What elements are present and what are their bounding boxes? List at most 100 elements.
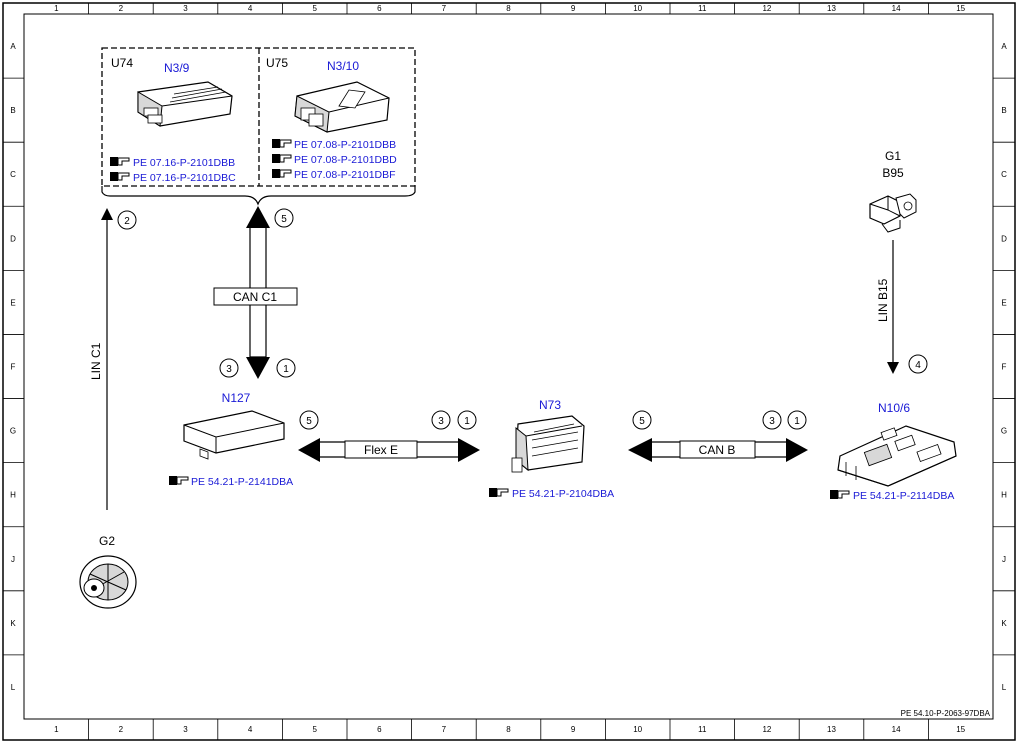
grid-col-label-top: 15 — [956, 4, 965, 13]
grid-col-label-top: 10 — [633, 4, 642, 13]
n73-ref-text: PE 54.21-P-2104DBA — [512, 488, 614, 500]
lin-c1-line[interactable]: LIN C1 — [89, 208, 113, 510]
can-b-label: CAN B — [699, 443, 736, 457]
grid-row-label-right: D — [1001, 234, 1007, 243]
u74-ref-1[interactable]: PE 07.16-P-2101DBB — [110, 157, 235, 169]
marker-flex-e-right-b-text: 1 — [464, 416, 470, 427]
reference-hand-icon — [489, 488, 509, 497]
grid-col-label-bottom: 6 — [377, 725, 382, 734]
lin-b15-label: LIN B15 — [876, 278, 890, 322]
u74-ref-2-text: PE 07.16-P-2101DBC — [133, 172, 236, 184]
battery-sensor-icon — [869, 193, 917, 233]
marker-can-c1-top-text: 5 — [281, 214, 287, 225]
marker-can-c1-top: 5 — [274, 208, 294, 228]
marker-can-c1-br: 1 — [276, 358, 296, 378]
marker-lin-b15: 4 — [908, 354, 928, 374]
grid-col-label-top: 9 — [571, 4, 576, 13]
marker-lin-b15-text: 4 — [915, 360, 921, 371]
can-b-bus[interactable]: CAN B — [628, 438, 808, 462]
grid-row-label-left: L — [11, 683, 16, 692]
marker-flex-e-right-a-text: 3 — [438, 416, 444, 427]
reference-hand-icon — [272, 169, 292, 178]
module-g1[interactable]: G1 B95 — [869, 149, 917, 233]
lin-b15-line[interactable]: LIN B15 — [876, 240, 899, 374]
grid-col-label-bottom: 12 — [762, 725, 771, 734]
reference-hand-icon — [272, 139, 292, 148]
n10-6-ref[interactable]: PE 54.21-P-2114DBA — [830, 490, 954, 502]
u75-ref-2[interactable]: PE 07.08-P-2101DBD — [272, 154, 397, 166]
grid-col-label-bottom: 15 — [956, 725, 965, 734]
flex-e-label: Flex E — [364, 443, 398, 457]
marker-can-b-left-text: 5 — [639, 416, 645, 427]
flex-e-bus[interactable]: Flex E — [298, 438, 480, 462]
grid-col-label-bottom: 10 — [633, 725, 642, 734]
u75-ref-3-text: PE 07.08-P-2101DBF — [294, 169, 396, 181]
grid-row-label-right: K — [1001, 619, 1007, 628]
can-c1-bus[interactable]: CAN C1 — [213, 206, 298, 379]
u75-ref-1[interactable]: PE 07.08-P-2101DBB — [272, 139, 396, 151]
grid-col-label-bottom: 4 — [248, 725, 253, 734]
marker-flex-e-right-a: 3 — [431, 410, 451, 430]
grid-row-label-right: J — [1002, 555, 1006, 564]
grid-col-label-top: 11 — [698, 4, 707, 13]
engine-control-unit-icon — [294, 81, 390, 133]
grid-row-label-left: K — [10, 619, 16, 628]
marker-flex-e-left: 5 — [299, 410, 319, 430]
grid-row-label-left: F — [11, 363, 16, 372]
module-g1-name: G1 — [885, 149, 901, 163]
grid-col-label-bottom: 14 — [892, 725, 901, 734]
marker-can-b-left: 5 — [632, 410, 652, 430]
grid-row-label-right: A — [1001, 42, 1007, 51]
module-n10-6-name: N10/6 — [878, 401, 910, 415]
can-c1-label: CAN C1 — [233, 290, 277, 304]
sam-control-unit-icon — [837, 425, 957, 487]
module-n73[interactable]: N73 PE 54.21-P-2104DBA — [489, 398, 614, 500]
grid-col-label-top: 7 — [442, 4, 447, 13]
grid-col-label-bottom: 13 — [827, 725, 836, 734]
u74-ref-2[interactable]: PE 07.16-P-2101DBC — [110, 172, 236, 184]
frame-inner — [23, 13, 994, 720]
grid-col-label-top: 2 — [119, 4, 124, 13]
module-u74-code: U74 — [111, 56, 133, 70]
reference-hand-icon — [110, 172, 130, 181]
grid-col-label-bottom: 3 — [183, 725, 188, 734]
n73-ref[interactable]: PE 54.21-P-2104DBA — [489, 488, 614, 500]
marker-can-b-right-b-text: 1 — [794, 416, 800, 427]
module-u75[interactable]: U75 N3/10 PE 07.08-P-2101DBB PE 07.08-P-… — [266, 56, 397, 181]
module-g2[interactable]: G2 — [79, 534, 137, 609]
n127-ref-text: PE 54.21-P-2141DBA — [191, 476, 293, 488]
reference-hand-icon — [272, 154, 292, 163]
n127-ref[interactable]: PE 54.21-P-2141DBA — [169, 476, 293, 488]
ecu-group — [101, 47, 416, 206]
ignition-switch-module-icon — [511, 415, 585, 473]
u75-ref-3[interactable]: PE 07.08-P-2101DBF — [272, 169, 396, 181]
module-n127-name: N127 — [222, 391, 251, 405]
module-n10-6[interactable]: N10/6 PE 54.21-P-2114DBA — [830, 401, 957, 502]
ecu-group-brace — [101, 186, 416, 206]
module-u74[interactable]: U74 N3/9 PE 07.16-P-2101DBB PE 07.16-P-2… — [110, 56, 236, 184]
engine-control-unit-icon — [137, 81, 233, 127]
grid-col-label-top: 3 — [183, 4, 188, 13]
grid-col-label-bottom: 9 — [571, 725, 576, 734]
marker-can-b-right-a: 3 — [762, 410, 782, 430]
grid-col-label-bottom: 11 — [698, 725, 707, 734]
grid-row-label-left: D — [10, 234, 16, 243]
grid-row-label-left: G — [10, 427, 16, 436]
grid-row-label-left: B — [10, 106, 15, 115]
grid-col-label-top: 4 — [248, 4, 253, 13]
grid-col-label-top: 12 — [762, 4, 771, 13]
marker-flex-e-left-text: 5 — [306, 416, 312, 427]
grid-col-label-bottom: 7 — [442, 725, 447, 734]
grid-col-label-top: 8 — [506, 4, 511, 13]
module-u74-name: N3/9 — [164, 61, 190, 75]
grid-col-label-bottom: 5 — [312, 725, 317, 734]
n10-6-ref-text: PE 54.21-P-2114DBA — [853, 490, 954, 502]
module-n73-name: N73 — [539, 398, 561, 412]
module-n127[interactable]: N127 PE 54.21-P-2141DBA — [169, 391, 293, 488]
lin-c1-label: LIN C1 — [89, 342, 103, 380]
grid-row-label-left: H — [10, 491, 16, 500]
grid-col-label-bottom: 8 — [506, 725, 511, 734]
u74-ref-1-text: PE 07.16-P-2101DBB — [133, 157, 235, 169]
